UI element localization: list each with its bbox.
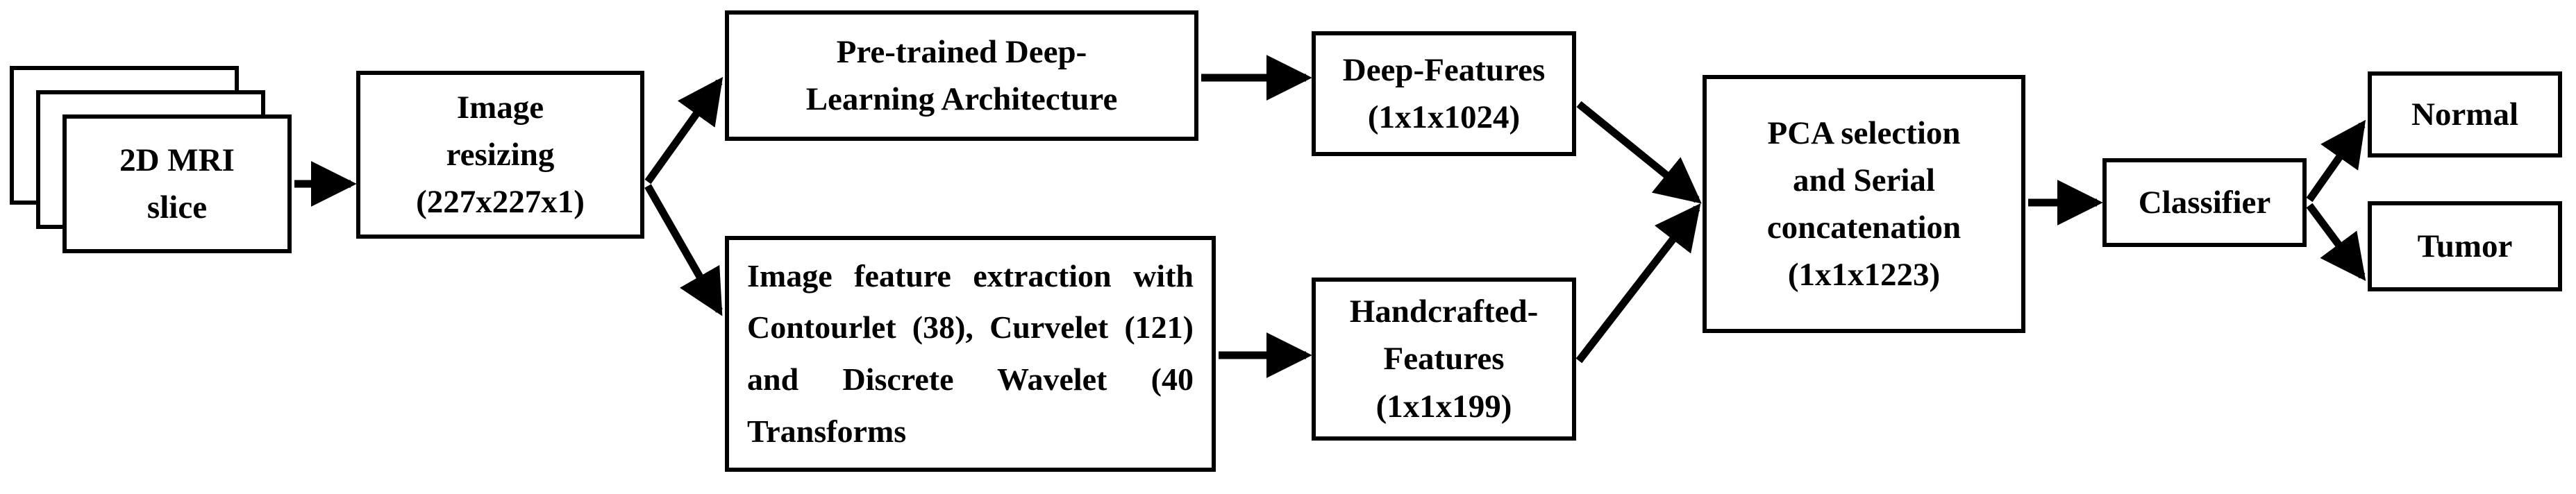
node-image-feature-extraction[interactable]: Image feature extraction with Contourlet… [725, 236, 1216, 472]
edge-deep-features-to-pca [1576, 101, 1702, 204]
edge-handcrafted-features-to-pca [1575, 203, 1701, 364]
node-image-resizing-label: Image resizing (227x227x1) [416, 89, 585, 221]
node-handcrafted-features[interactable]: Handcrafted- Features (1x1x199) [1312, 278, 1576, 441]
node-classifier-label: Classifier [2138, 184, 2271, 221]
node-classifier[interactable]: Classifier [2102, 158, 2307, 247]
node-handcrafted-features-label: Handcrafted- Features (1x1x199) [1349, 293, 1539, 425]
edge-resizing-to-deep-architecture [644, 76, 724, 185]
edge-classifier-to-normal [2306, 119, 2366, 203]
node-pretrained-deep-architecture[interactable]: Pre-trained Deep- Learning Architecture [725, 10, 1198, 141]
node-tumor-label: Tumor [2417, 228, 2513, 264]
node-normal-label: Normal [2411, 96, 2518, 133]
node-pretrained-deep-architecture-label: Pre-trained Deep- Learning Architecture [805, 33, 1118, 117]
node-image-resizing[interactable]: Image resizing (227x227x1) [356, 71, 644, 239]
edge-classifier-to-tumor [2306, 203, 2366, 282]
node-pca-serial-concatenation-label: PCA selection and Serial concatenation (… [1766, 114, 1962, 293]
node-image-feature-extraction-label: Image feature extraction with Contourlet… [747, 257, 1194, 449]
node-tumor[interactable]: Tumor [2368, 201, 2562, 291]
node-2d-mri-slice[interactable]: 2D MRI slice [62, 114, 292, 253]
node-normal[interactable]: Normal [2368, 71, 2562, 157]
edge-resizing-to-feature-extraction [644, 184, 723, 316]
node-deep-features[interactable]: Deep-Features (1x1x1024) [1312, 31, 1576, 156]
node-2d-mri-slice-label: 2D MRI slice [119, 142, 235, 225]
node-deep-features-label: Deep-Features (1x1x1024) [1342, 51, 1546, 135]
node-pca-serial-concatenation[interactable]: PCA selection and Serial concatenation (… [1703, 75, 2025, 333]
